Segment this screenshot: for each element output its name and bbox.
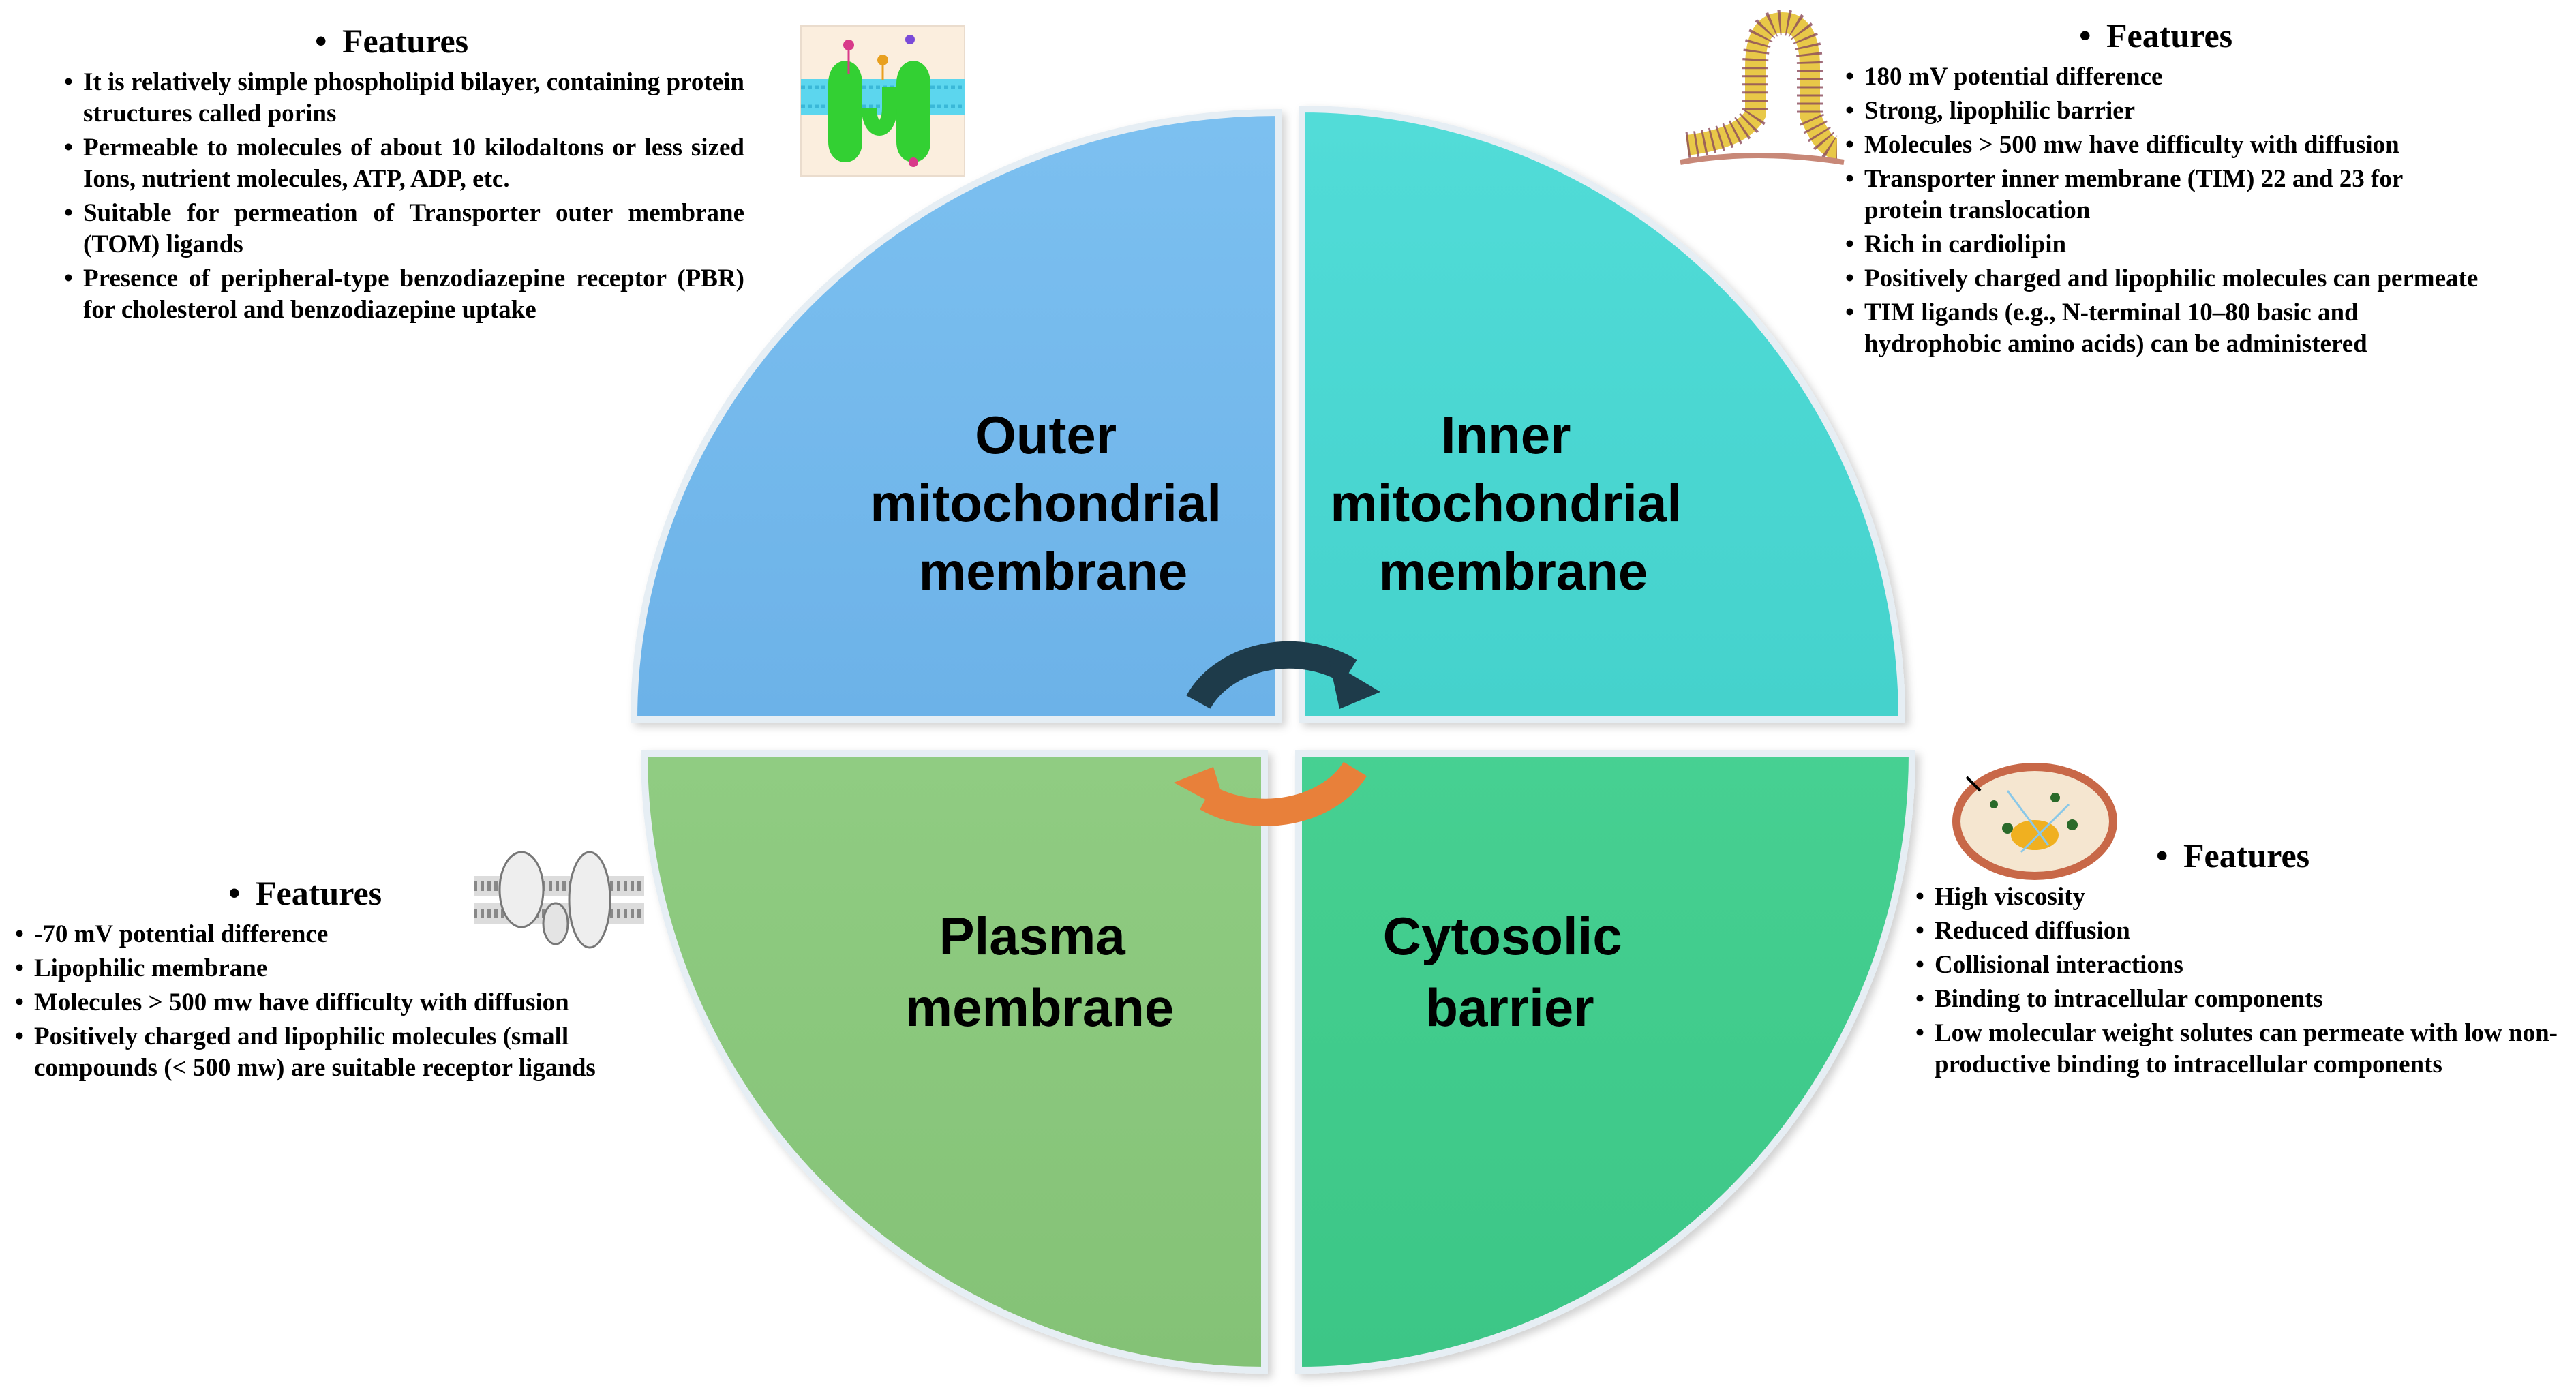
features-heading: Features (256, 874, 382, 912)
cytosolic-barrier-features: •Features High viscosity Reduced diffusi… (1914, 835, 2575, 1083)
feature-item: 180 mV potential difference (1844, 61, 2485, 93)
feature-item: High viscosity (1914, 881, 2575, 913)
cell-cytosol-icon (1952, 763, 2117, 880)
inner-membrane-features: •Features 180 mV potential difference St… (1844, 15, 2485, 363)
features-heading: Features (342, 22, 469, 60)
feature-item: Lipophilic membrane (14, 953, 613, 984)
features-heading: Features (2106, 16, 2233, 55)
features-list: 180 mV potential difference Strong, lipo… (1844, 61, 2485, 360)
features-list: -70 mV potential difference Lipophilic m… (14, 919, 613, 1084)
cytosolic-barrier-quadrant (1295, 750, 1916, 1374)
feature-item: Positively charged and lipophilic molecu… (1844, 263, 2485, 294)
outer-membrane-label: Outer mitochondrial membrane (870, 405, 1236, 601)
feature-item: Rich in cardiolipin (1844, 229, 2485, 260)
feature-item: Binding to intracellular components (1914, 984, 2575, 1015)
feature-item: Strong, lipophilic barrier (1844, 95, 2485, 127)
feature-item: Presence of peripheral-type benzodiazepi… (63, 263, 744, 326)
outer-membrane-quadrant (630, 108, 1282, 723)
bottom-curved-arrow (1200, 761, 1367, 826)
feature-item: Transporter inner membrane (TIM) 22 and … (1844, 164, 2485, 226)
features-heading: Features (2183, 836, 2310, 875)
feature-item: TIM ligands (e.g., N-terminal 10–80 basi… (1844, 297, 2485, 360)
inner-membrane-label: Inner mitochondrial membrane (1330, 405, 1696, 601)
top-curved-arrow (1186, 641, 1357, 710)
feature-item: Positively charged and lipophilic molecu… (14, 1021, 613, 1084)
feature-item: -70 mV potential difference (14, 919, 613, 950)
plasma-membrane-features: •Features -70 mV potential difference Li… (14, 873, 613, 1087)
plasma-membrane-quadrant (640, 750, 1268, 1374)
porin-membrane-icon (800, 25, 965, 177)
feature-item: Suitable for permeation of Transporter o… (63, 198, 744, 260)
feature-item: Low molecular weight solutes can permeat… (1914, 1018, 2575, 1080)
bottom-arrowhead (1174, 767, 1227, 811)
features-list: It is relatively simple phospholipid bil… (63, 67, 744, 326)
inner-membrane-fold-icon (1680, 9, 1845, 165)
features-list: High viscosity Reduced diffusion Collisi… (1914, 881, 2575, 1080)
cycle-arrows (1174, 641, 1380, 826)
plasma-membrane-label: Plasma membrane (905, 906, 1175, 1038)
feature-item: Reduced diffusion (1914, 916, 2575, 947)
inner-membrane-quadrant (1299, 105, 1906, 723)
feature-item: Molecules > 500 mw have difficulty with … (14, 987, 613, 1018)
feature-item: Molecules > 500 mw have difficulty with … (1844, 130, 2485, 161)
feature-item: Collisional interactions (1914, 950, 2575, 981)
feature-item: Permeable to molecules of about 10 kilod… (63, 132, 744, 195)
outer-membrane-features: •Features It is relatively simple phosph… (63, 20, 744, 329)
top-arrowhead (1329, 661, 1380, 709)
cytosolic-barrier-label: Cytosolic barrier (1383, 906, 1637, 1038)
feature-item: It is relatively simple phospholipid bil… (63, 67, 744, 130)
